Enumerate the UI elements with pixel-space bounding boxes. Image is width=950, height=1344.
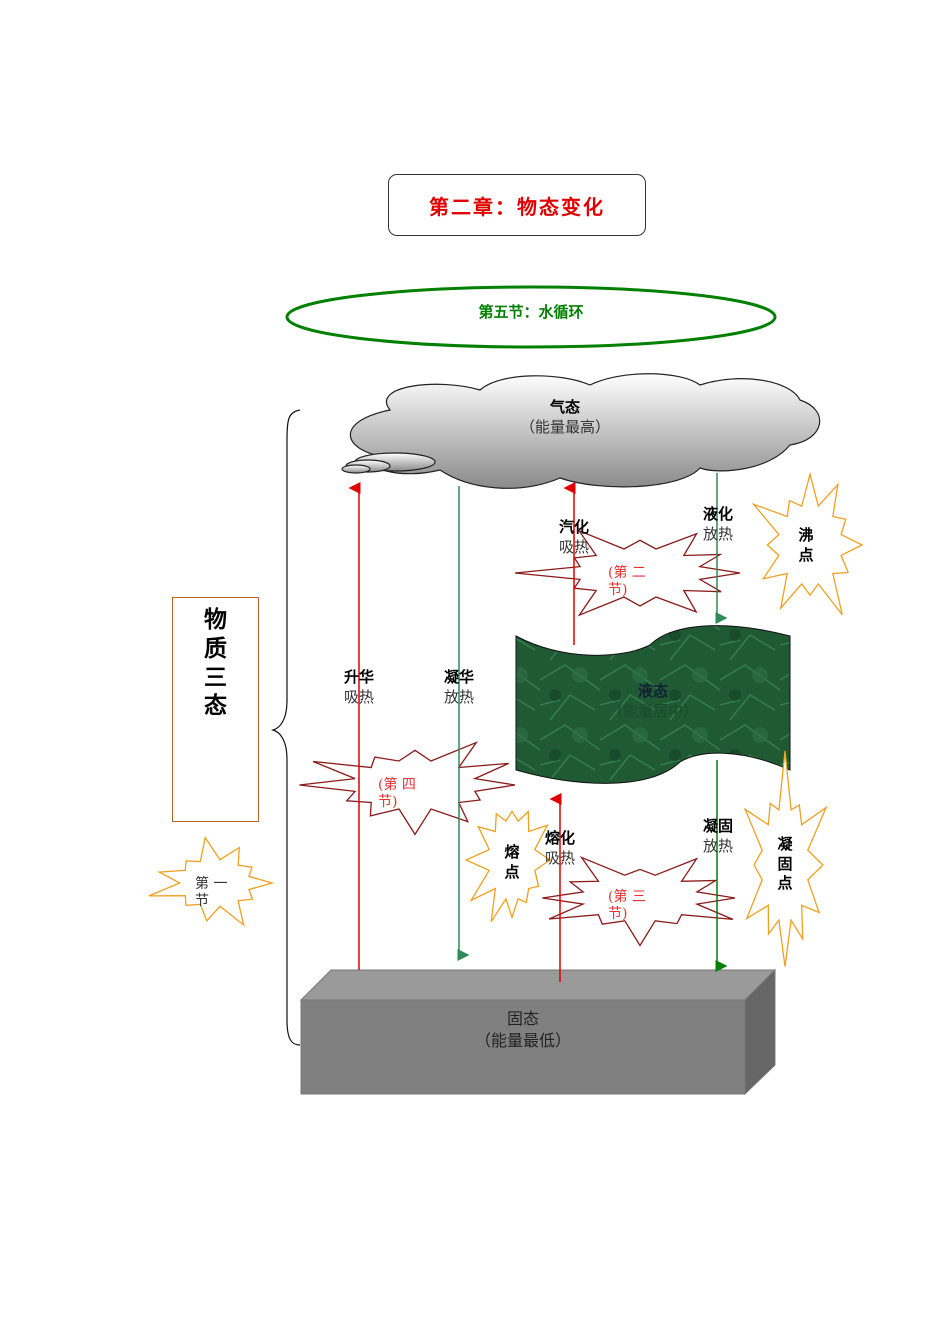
freezing-point-starburst: [743, 750, 828, 967]
process-name: 升华: [343, 668, 374, 686]
three-states-label: 物质三态: [204, 606, 227, 720]
melting-point-starburst: [464, 809, 552, 923]
label-vaporization: 汽化吸热: [549, 517, 599, 558]
chapter-title: 第二章：物态变化: [388, 174, 646, 236]
process-name: 凝固: [702, 817, 733, 835]
process-name: 液化: [702, 505, 733, 523]
section-three-starburst: [542, 855, 736, 947]
solid-energy: （能量最低）: [474, 1030, 571, 1050]
liquid-energy: （能量居中）: [607, 702, 698, 721]
section-two-starburst: [514, 529, 741, 617]
label-melting: 熔化吸热: [535, 828, 585, 869]
label-solidification: 凝固放热: [693, 816, 743, 857]
boiling-point-starburst: [751, 471, 864, 616]
liquid-name: 液态: [637, 682, 668, 700]
freezing-point-label: 凝固点: [777, 835, 793, 892]
boiling-point-label: 沸点: [798, 526, 814, 564]
section-two-label: (第 二 节): [608, 565, 646, 598]
solid-label: 固态 （能量最低）: [463, 1008, 583, 1051]
liquid-shape: [515, 625, 791, 784]
gas-cloud: [341, 373, 821, 489]
solid-name: 固态: [506, 1009, 539, 1028]
gas-label: 气态 （能量最高）: [505, 397, 625, 438]
heat-text: 吸热: [558, 538, 589, 557]
heat-text: 放热: [702, 837, 733, 856]
heat-text: 吸热: [544, 849, 575, 868]
label-liquefaction: 液化放热: [693, 504, 743, 545]
gas-name: 气态: [549, 398, 580, 416]
solid-block: [299, 968, 777, 1096]
process-name: 汽化: [558, 518, 589, 536]
label-deposition: 凝华放热: [434, 667, 484, 708]
section-three-label: (第 三 节): [608, 889, 646, 922]
section-one-starburst: [148, 836, 275, 927]
label-sublimation: 升华吸热: [334, 667, 384, 708]
three-states-box: 物质三态: [172, 597, 259, 822]
section-one-label: 第 一 节: [195, 876, 228, 909]
melting-point-label: 熔点: [504, 843, 520, 881]
process-name: 熔化: [544, 829, 575, 847]
liquid-label: 液态 （能量居中）: [593, 681, 713, 722]
section-ellipse: [285, 285, 777, 349]
gas-energy: （能量最高）: [519, 418, 610, 437]
left-brace: [270, 409, 301, 1046]
heat-text: 放热: [443, 688, 474, 707]
section-four-starburst: [299, 741, 516, 836]
heat-text: 放热: [702, 525, 733, 544]
section-title: 第五节：水循环: [478, 303, 584, 321]
process-name: 凝华: [443, 668, 474, 686]
section-four-label: (第 四 节): [378, 777, 416, 810]
heat-text: 吸热: [343, 688, 374, 707]
